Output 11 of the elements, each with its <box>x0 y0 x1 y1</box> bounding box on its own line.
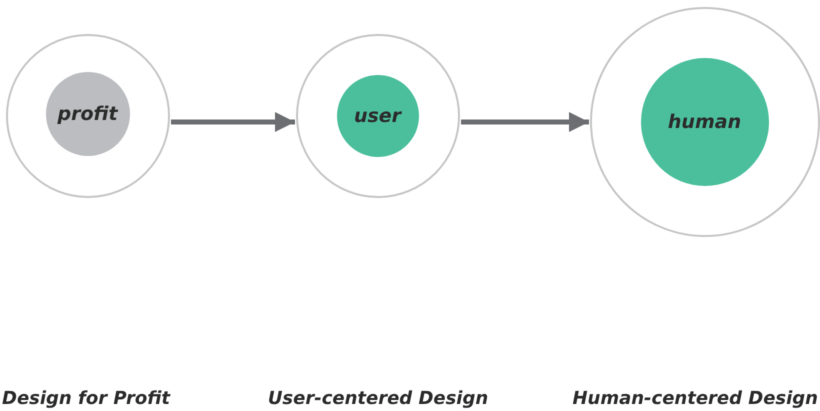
ring-circle <box>6 34 170 198</box>
ring-circle <box>590 7 820 237</box>
filled-circle: profit <box>46 72 130 156</box>
stage-label: Human-centered Design <box>572 388 818 409</box>
arrow <box>461 112 589 132</box>
arrow <box>171 112 295 132</box>
filled-circle: user <box>336 74 418 156</box>
ring-circle <box>296 34 460 198</box>
stage-label: User-centered Design <box>268 388 488 409</box>
filled-circle: human <box>640 58 768 186</box>
stage-label: Design for Profit <box>2 388 170 409</box>
